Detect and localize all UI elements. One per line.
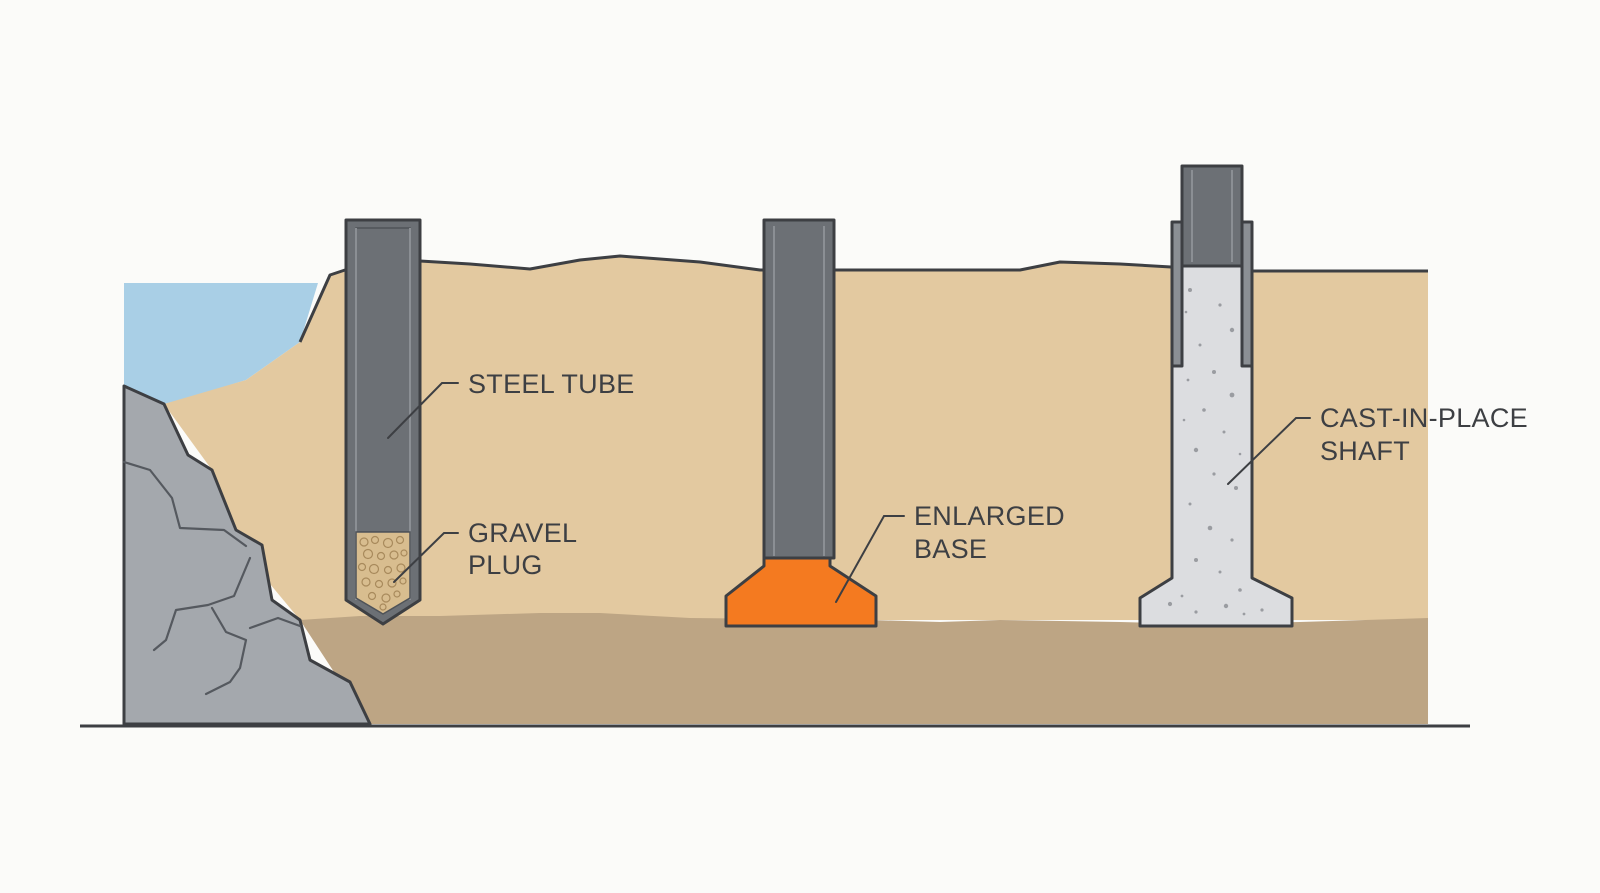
concrete-aggregate	[1167, 288, 1264, 616]
enlarged-base-label-line1: ENLARGED	[914, 501, 1065, 531]
enlarged-base-footing	[724, 556, 878, 628]
rock-crack	[152, 556, 252, 652]
enlarged-base-shaft	[762, 218, 836, 560]
rock-crack	[248, 616, 302, 630]
rock-crack	[122, 460, 248, 548]
rock-crack	[204, 606, 248, 696]
cast-in-place-label-line2: SHAFT	[1320, 436, 1410, 466]
gravel-plug-label-line1: GRAVEL	[468, 518, 577, 548]
casing-left-wall	[1170, 220, 1184, 368]
enlarged-base-label-line2: BASE	[914, 534, 987, 564]
steel-tube-inner-bore	[355, 227, 411, 533]
casing-right-wall	[1240, 220, 1254, 368]
rock-outcrop	[122, 384, 372, 726]
gravel-plug-label-line2: PLUG	[468, 550, 543, 580]
enlarged-base-leader	[835, 515, 905, 603]
gravel-plug-leader	[393, 532, 459, 583]
steel-tube-label: STEEL TUBE	[468, 369, 635, 399]
water-area	[124, 283, 318, 404]
cast-in-place-pile	[1138, 164, 1294, 628]
cast-in-place-leader	[1227, 417, 1311, 485]
lower-soil-layer	[300, 613, 1428, 724]
steel-tube-pile	[344, 218, 422, 626]
gravel-stones	[357, 535, 408, 611]
steel-tube-leader	[387, 382, 459, 439]
cast-in-place-label-line1: CAST-IN-PLACE	[1320, 403, 1528, 433]
enlarged-base-pile	[724, 218, 878, 628]
